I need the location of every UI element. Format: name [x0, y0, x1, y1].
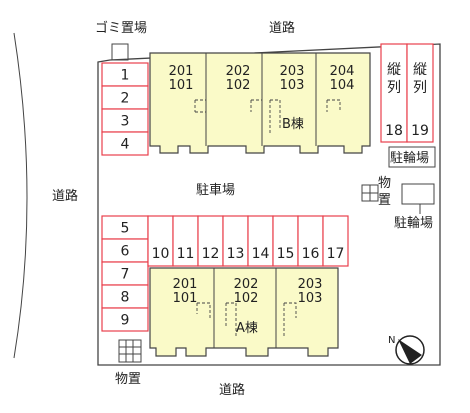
parking-spot-11: 11: [172, 215, 199, 267]
road-bottom-label: 道路: [219, 382, 245, 398]
parking-spot-14: 14: [247, 215, 274, 267]
parking-spot-5: 5: [101, 215, 149, 240]
parking-spot-1: 1: [101, 62, 149, 87]
parking-spot-3: 3: [101, 108, 149, 133]
parking-spot-19: 縦列 19: [406, 43, 434, 143]
unit-number-upper: 201: [169, 64, 194, 79]
parking-spot-number: 14: [252, 246, 270, 262]
parking-spot-16: 16: [297, 215, 324, 267]
parking-spots-left-lower: 5 6 7 8 9: [101, 215, 149, 332]
left-road-edge: [13, 32, 28, 359]
parking-spot-number: 7: [121, 267, 130, 283]
parking-spot-number: 9: [121, 313, 130, 329]
parking-spot-10: 10: [147, 215, 174, 267]
parking-spot-number: 16: [302, 246, 320, 262]
parking-spot-number: 4: [121, 137, 130, 153]
parking-spots-vertical: 縦列 18 縦列 19: [380, 43, 434, 143]
unit-number-lower: 104: [330, 78, 355, 93]
parking-spot-number: 19: [411, 123, 429, 139]
svg-text:N: N: [388, 335, 395, 346]
parking-spot-number: 18: [385, 123, 403, 139]
vertical-label-2: 列: [413, 80, 427, 96]
unit-number-lower: 101: [169, 78, 194, 93]
parking-spot-18: 縦列 18: [380, 43, 408, 143]
parking-spot-number: 3: [121, 114, 130, 130]
unit-number-upper: 202: [234, 277, 259, 292]
bike-parking-upper: [388, 146, 436, 168]
storage-center-label-1: 物: [378, 176, 391, 191]
parking-spots-row: 10 11 12 13 14 15 16 17: [147, 215, 349, 267]
unit-number-upper: 203: [280, 64, 305, 79]
parking-spot-number: 13: [227, 246, 245, 262]
vertical-label-2: 列: [387, 80, 401, 96]
road-top-label: 道路: [269, 20, 295, 36]
bike-parking-upper-label: 駐輪場: [390, 150, 429, 166]
unit-number-upper: 202: [226, 64, 251, 79]
trash-area: [111, 43, 129, 61]
storage-bottom-label: 物置: [115, 372, 141, 387]
parking-spot-number: 8: [121, 290, 130, 306]
parking-spot-9: 9: [101, 307, 149, 332]
parking-spot-number: 2: [121, 91, 130, 107]
parking-spot-number: 6: [121, 244, 130, 260]
parking-spot-7: 7: [101, 261, 149, 286]
parking-spot-13: 13: [222, 215, 249, 267]
parking-spot-number: 1: [121, 68, 130, 84]
unit-number-upper: 204: [330, 64, 355, 79]
unit-number-lower: 103: [298, 291, 323, 306]
building-b-label: B棟: [282, 117, 304, 132]
parking-spot-15: 15: [272, 215, 299, 267]
bike-parking-lower: [401, 183, 435, 205]
unit-number-lower: 102: [226, 78, 251, 93]
north-arrow-icon: N: [388, 335, 425, 365]
unit-number-lower: 101: [173, 291, 198, 306]
trash-area-label: ゴミ置場: [95, 20, 147, 36]
storage-grid-icon: [361, 184, 379, 202]
vertical-label-1: 縦: [387, 62, 401, 78]
storage-grid-icon: [118, 339, 142, 363]
parking-spot-number: 11: [177, 246, 195, 262]
parking-spot-number: 10: [152, 246, 170, 262]
building-a-label: A棟: [236, 321, 258, 336]
parking-spot-17: 17: [322, 215, 349, 267]
parking-spot-number: 17: [327, 246, 345, 262]
bike-parking-lower-label: 駐輪場: [394, 215, 433, 231]
parking-spot-number: 12: [202, 246, 220, 262]
parking-spot-2: 2: [101, 85, 149, 110]
parking-spot-4: 4: [101, 131, 149, 156]
unit-number-upper: 203: [298, 277, 323, 292]
parking-spot-12: 12: [197, 215, 224, 267]
parking-spot-number: 15: [277, 246, 295, 262]
unit-number-lower: 103: [280, 78, 305, 93]
storage-center-label-2: 置: [378, 193, 391, 208]
site-boundary: [97, 43, 441, 366]
parking-spot-number: 5: [121, 221, 130, 237]
vertical-label-1: 縦: [413, 62, 427, 78]
parking-label: 駐車場: [196, 183, 235, 198]
unit-number-lower: 102: [234, 291, 259, 306]
road-left-label: 道路: [52, 188, 78, 204]
parking-spots-left-upper: 1 2 3 4: [101, 62, 149, 156]
unit-number-upper: 201: [173, 277, 198, 292]
parking-spot-6: 6: [101, 238, 149, 263]
parking-spot-8: 8: [101, 284, 149, 309]
